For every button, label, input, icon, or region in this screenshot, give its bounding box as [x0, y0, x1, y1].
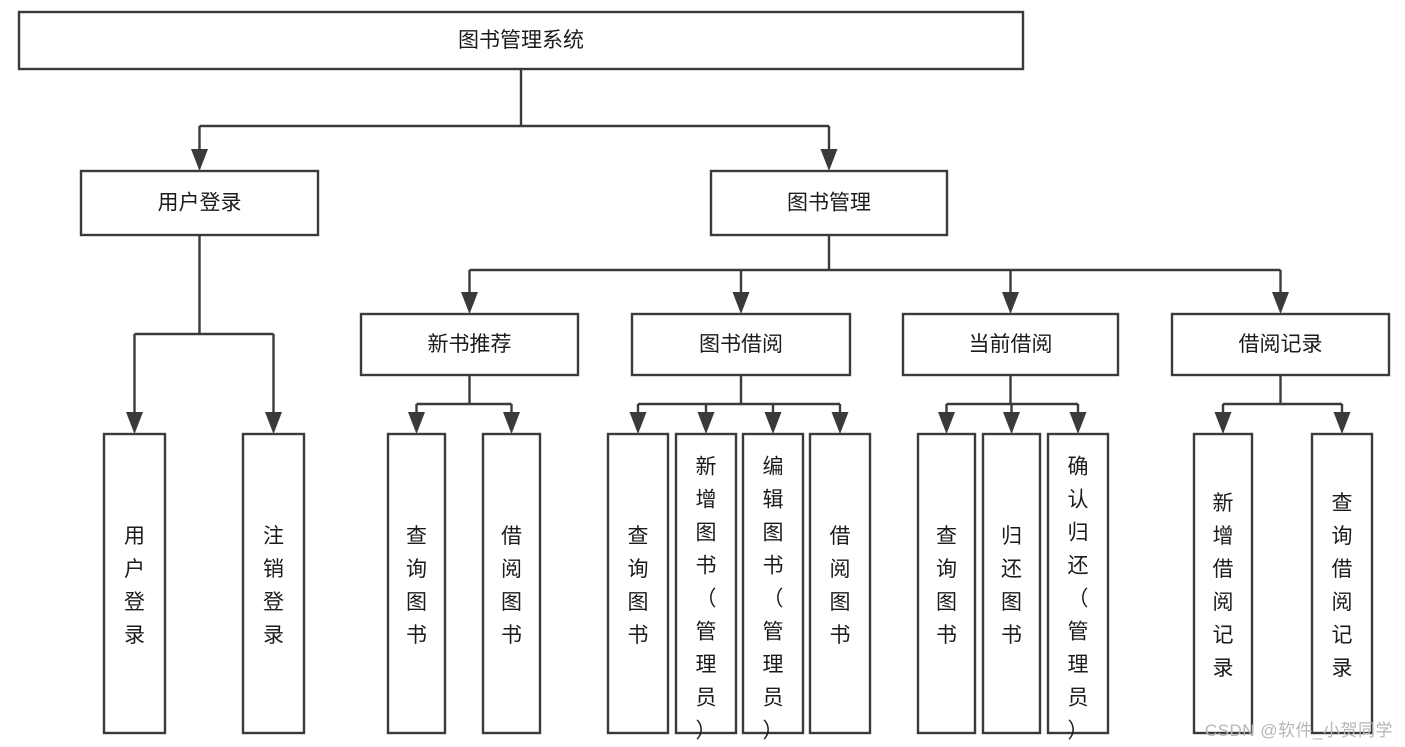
node-newbook-1[interactable]: 查询图书 — [386, 432, 447, 735]
node-borrow-3[interactable]: 编辑图书（管理员） — [741, 432, 805, 743]
watermark-label: CSDN @软件_小贺同学 — [1204, 721, 1393, 740]
node-box-current — [901, 312, 1120, 377]
node-label-newbook: 新书推荐 — [428, 333, 512, 356]
node-borrow-1[interactable]: 查询图书 — [606, 432, 670, 735]
node-label-borrow-2: 新增图书（管理员） — [696, 456, 717, 743]
node-box-borrow-1 — [606, 432, 670, 735]
node-box-borrow-2 — [674, 432, 738, 735]
edge-layer — [126, 69, 1351, 434]
node-box-records-1 — [1192, 432, 1254, 735]
node-borrow-4[interactable]: 借阅图书 — [808, 432, 872, 735]
node-borrow-2[interactable]: 新增图书（管理员） — [674, 432, 738, 743]
node-bookmgmt[interactable]: 图书管理 — [709, 169, 949, 237]
node-login-2[interactable]: 注销登录 — [241, 432, 306, 735]
node-login[interactable]: 用户登录 — [79, 169, 320, 237]
node-label-login: 用户登录 — [158, 192, 242, 215]
node-box-login-1 — [102, 432, 167, 735]
node-label-records: 借阅记录 — [1239, 333, 1323, 356]
node-label-borrow-1: 查询图书 — [628, 525, 649, 647]
node-label-current-1: 查询图书 — [936, 525, 957, 647]
node-box-borrow-4 — [808, 432, 872, 735]
node-records-1[interactable]: 新增借阅记录 — [1192, 432, 1254, 735]
node-box-login-2 — [241, 432, 306, 735]
node-box-login — [79, 169, 320, 237]
node-label-records-1: 新增借阅记录 — [1213, 492, 1234, 680]
node-box-current-2 — [981, 432, 1042, 735]
node-borrow[interactable]: 图书借阅 — [630, 312, 852, 377]
node-box-root — [17, 10, 1025, 71]
node-label-login-1: 用户登录 — [124, 525, 145, 647]
node-box-newbook — [359, 312, 580, 377]
node-label-current-2: 归还图书 — [1001, 525, 1022, 647]
node-login-1[interactable]: 用户登录 — [102, 432, 167, 735]
node-label-borrow: 图书借阅 — [699, 333, 783, 356]
node-label-borrow-4: 借阅图书 — [830, 525, 851, 647]
node-label-current-3: 确认归还（管理员） — [1068, 456, 1089, 743]
connector-group-bookmgmt — [461, 235, 1289, 314]
node-layer: 图书管理系统用户登录图书管理用户登录注销登录新书推荐图书借阅当前借阅借阅记录查询… — [17, 10, 1391, 743]
node-box-current-3 — [1046, 432, 1110, 735]
node-label-borrow-3: 编辑图书（管理员） — [763, 456, 784, 743]
node-box-borrow — [630, 312, 852, 377]
node-box-newbook-2 — [481, 432, 542, 735]
node-label-root: 图书管理系统 — [458, 29, 584, 52]
node-root[interactable]: 图书管理系统 — [17, 10, 1025, 71]
node-box-newbook-1 — [386, 432, 447, 735]
node-newbook[interactable]: 新书推荐 — [359, 312, 580, 377]
node-label-newbook-1: 查询图书 — [406, 525, 427, 647]
node-newbook-2[interactable]: 借阅图书 — [481, 432, 542, 735]
connector-group-borrow — [629, 375, 849, 434]
node-box-borrow-3 — [741, 432, 805, 735]
node-current-2[interactable]: 归还图书 — [981, 432, 1042, 735]
connector-group-root — [191, 69, 838, 171]
node-box-current-1 — [916, 432, 977, 735]
node-current-3[interactable]: 确认归还（管理员） — [1046, 432, 1110, 743]
node-records-2[interactable]: 查询借阅记录 — [1310, 432, 1374, 735]
node-box-bookmgmt — [709, 169, 949, 237]
connector-group-newbook — [408, 375, 520, 434]
node-label-login-2: 注销登录 — [263, 525, 284, 647]
connector-group-current — [938, 375, 1087, 434]
node-box-records — [1170, 312, 1391, 377]
node-label-current: 当前借阅 — [969, 333, 1053, 356]
connector-group-records — [1214, 375, 1351, 434]
connector-group-login — [126, 235, 282, 434]
node-label-bookmgmt: 图书管理 — [787, 192, 871, 215]
node-label-records-2: 查询借阅记录 — [1332, 492, 1353, 680]
node-box-records-2 — [1310, 432, 1374, 735]
node-records[interactable]: 借阅记录 — [1170, 312, 1391, 377]
node-current-1[interactable]: 查询图书 — [916, 432, 977, 735]
node-current[interactable]: 当前借阅 — [901, 312, 1120, 377]
node-label-newbook-2: 借阅图书 — [501, 525, 522, 647]
